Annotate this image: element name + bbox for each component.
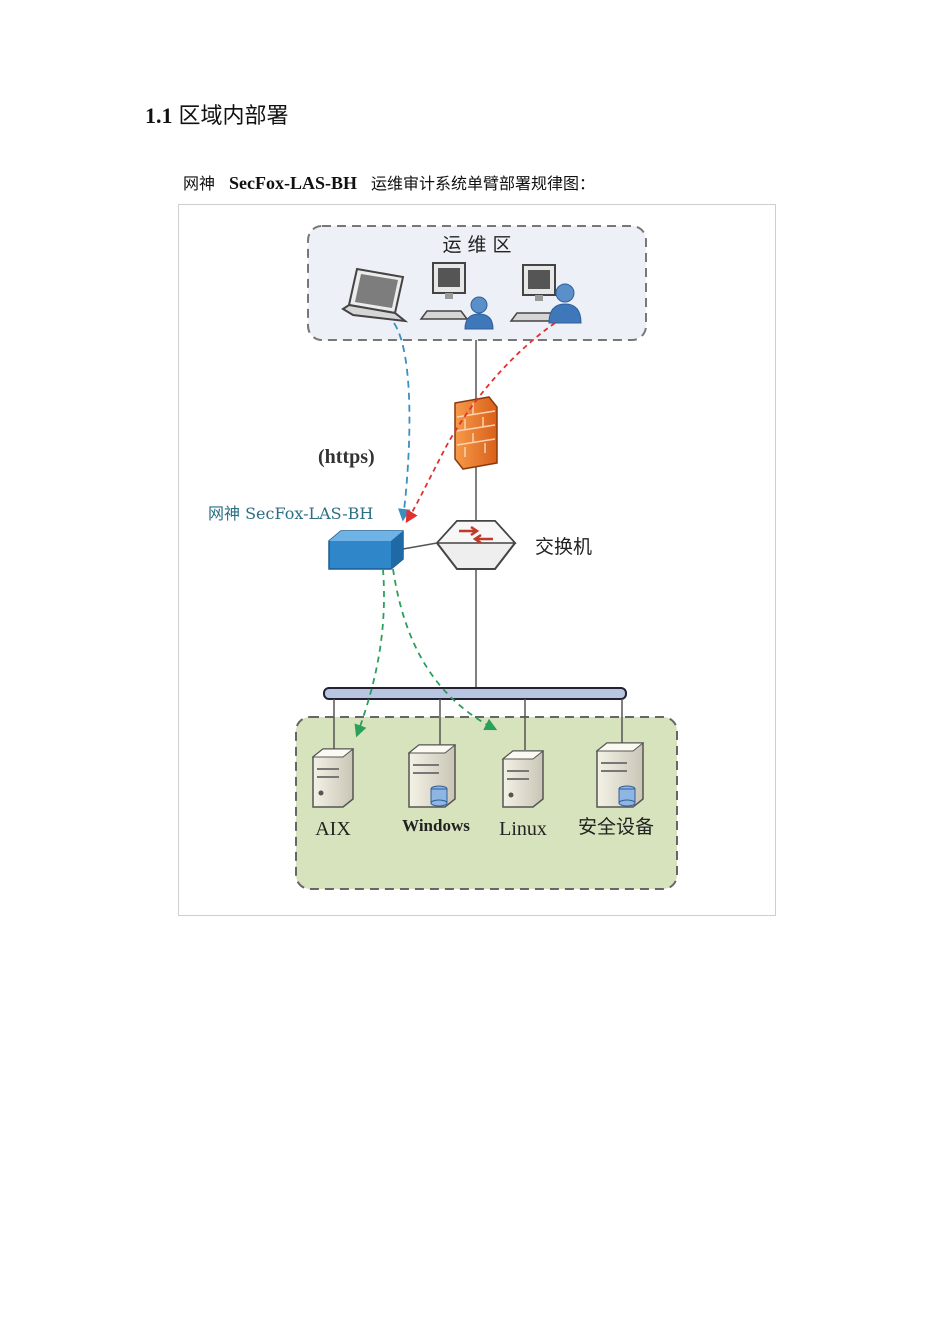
switch-icon	[435, 520, 517, 570]
server-zone	[295, 716, 678, 890]
client-flow-line	[405, 322, 556, 524]
server-label-security-device: 安全设备	[578, 816, 654, 838]
section-title: 区域内部署	[178, 104, 289, 129]
caption-product: SecFox-LAS-BH	[229, 173, 358, 193]
server-icon-security-device	[595, 742, 645, 808]
section-number: 1.1	[145, 103, 173, 128]
workstation-user-icon	[419, 262, 494, 330]
audit-flow-line	[392, 568, 498, 731]
server-label-aix: AIX	[315, 818, 351, 840]
deployment-diagram: 运 维 区	[178, 204, 776, 916]
appliance-label: 网神 SecFox-LAS-BH	[208, 504, 373, 523]
network-bus	[323, 687, 627, 700]
protocol-label: (https)	[318, 446, 375, 468]
audit-flow-line	[354, 568, 385, 738]
appliance-link	[402, 542, 438, 550]
diagram-canvas: 运 维 区	[208, 225, 678, 890]
server-label-windows: Windows	[402, 816, 470, 835]
appliance-icon	[328, 530, 404, 570]
server-links	[333, 699, 623, 750]
workstation-user-icon	[509, 264, 582, 324]
server-icon-linux	[501, 750, 545, 808]
figure-caption: 网神 SecFox-LAS-BH 运维审计系统单臂部署规律图：	[183, 170, 595, 194]
ops-zone-label: 运 维 区	[442, 234, 511, 256]
laptop-icon	[341, 267, 409, 323]
server-label-linux: Linux	[499, 818, 547, 840]
caption-prefix: 网神	[183, 174, 216, 193]
https-flow-line	[393, 322, 411, 522]
firewall-icon	[454, 396, 498, 470]
server-icon-windows	[407, 744, 457, 808]
caption-suffix: 运维审计系统单臂部署规律图：	[371, 174, 596, 193]
server-icon-aix	[311, 748, 355, 808]
switch-label: 交换机	[535, 536, 592, 558]
